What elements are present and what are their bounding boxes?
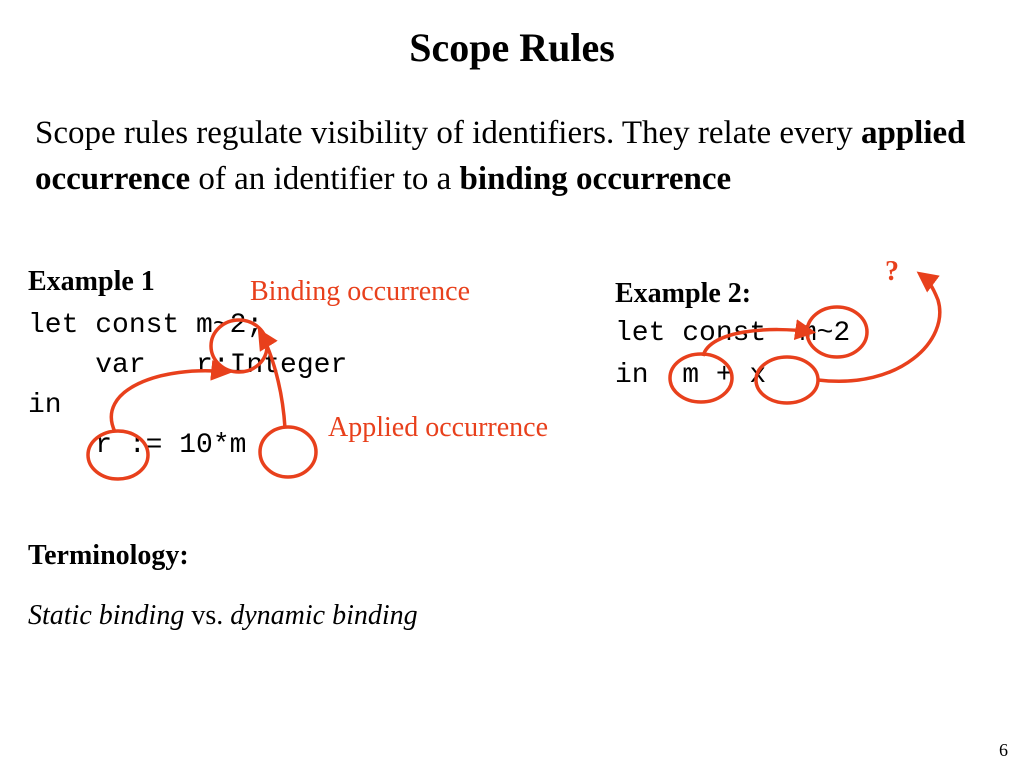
intro-paragraph: Scope rules regulate visibility of ident… — [35, 110, 995, 202]
example1-code-line-2: var r:Integer — [28, 350, 348, 381]
intro-text-2: of an identifier to a — [190, 161, 460, 197]
circle-applied-m — [258, 425, 318, 479]
vs-text: vs. — [184, 600, 231, 631]
page-number: 6 — [999, 740, 1008, 760]
terminology-line: Static binding vs. dynamic binding — [28, 600, 418, 632]
example2-code-line-1: let const m~2 — [615, 318, 851, 349]
example1-code-line-4: r := 10*m — [28, 430, 247, 461]
applied-occurrence-label: Applied occurrence — [328, 412, 548, 443]
binding-occurrence-label: Binding occurrence — [250, 276, 471, 307]
question-mark: ? — [885, 256, 899, 287]
dynamic-binding-term: dynamic binding — [230, 600, 418, 631]
intro-bold-applied: applied occurrence — [35, 115, 966, 197]
example1-heading: Example 1 — [28, 266, 155, 297]
slide-title: Scope Rules — [409, 25, 615, 70]
intro-bold-binding: binding occurrence — [459, 161, 732, 197]
example2-code-line-2: in m + x — [615, 360, 767, 391]
example1-code-line-3: in — [28, 390, 62, 421]
example2-heading: Example 2: — [615, 278, 752, 309]
static-binding-term: Static binding — [28, 600, 185, 631]
example1-code-line-1: let const m~2; — [28, 310, 264, 341]
intro-text-1: Scope rules regulate visibility of ident… — [35, 115, 861, 151]
terminology-heading: Terminology: — [28, 540, 189, 571]
